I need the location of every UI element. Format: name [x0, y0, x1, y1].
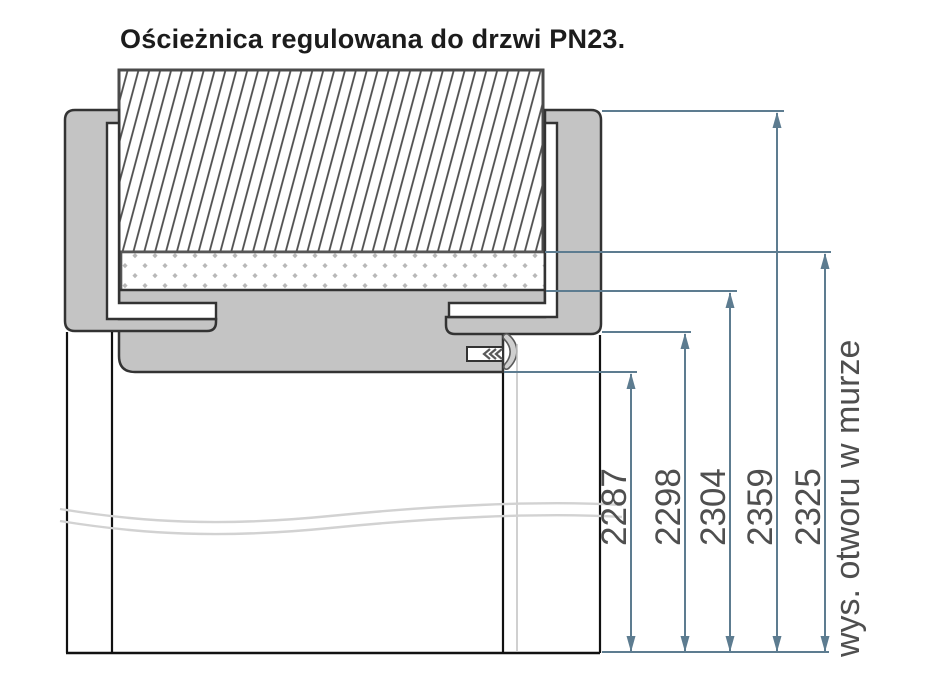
dim-value-2359: 2359: [741, 468, 780, 546]
wall-hatch-section: [117, 68, 545, 254]
dim-value-2304: 2304: [694, 468, 733, 546]
wall-opening-height-label: wys. otworu w murze: [829, 340, 867, 658]
break-lines: [59, 502, 623, 536]
dim-value-2287: 2287: [595, 468, 634, 546]
dim-value-2298: 2298: [649, 468, 688, 546]
left-adjustment-groove: [105, 121, 218, 321]
dim-value-2325: 2325: [789, 468, 828, 546]
right-adjustment-groove: [447, 121, 559, 319]
dimension-arrowheads: [626, 112, 830, 652]
seal-hook-profile: [502, 333, 518, 370]
right-casing-profile: [444, 108, 603, 336]
page-title: Ościeżnica regulowana do drzwi PN23.: [120, 24, 626, 54]
foam-layer: [119, 250, 547, 293]
slide-direction-arrows-icon: [482, 348, 503, 360]
dimension-values: 2287 2298 2304 2359 2325: [595, 468, 828, 546]
opening-structure-lines: [65, 332, 602, 655]
left-casing-profile: [63, 108, 218, 333]
dimension-system: [504, 110, 831, 653]
